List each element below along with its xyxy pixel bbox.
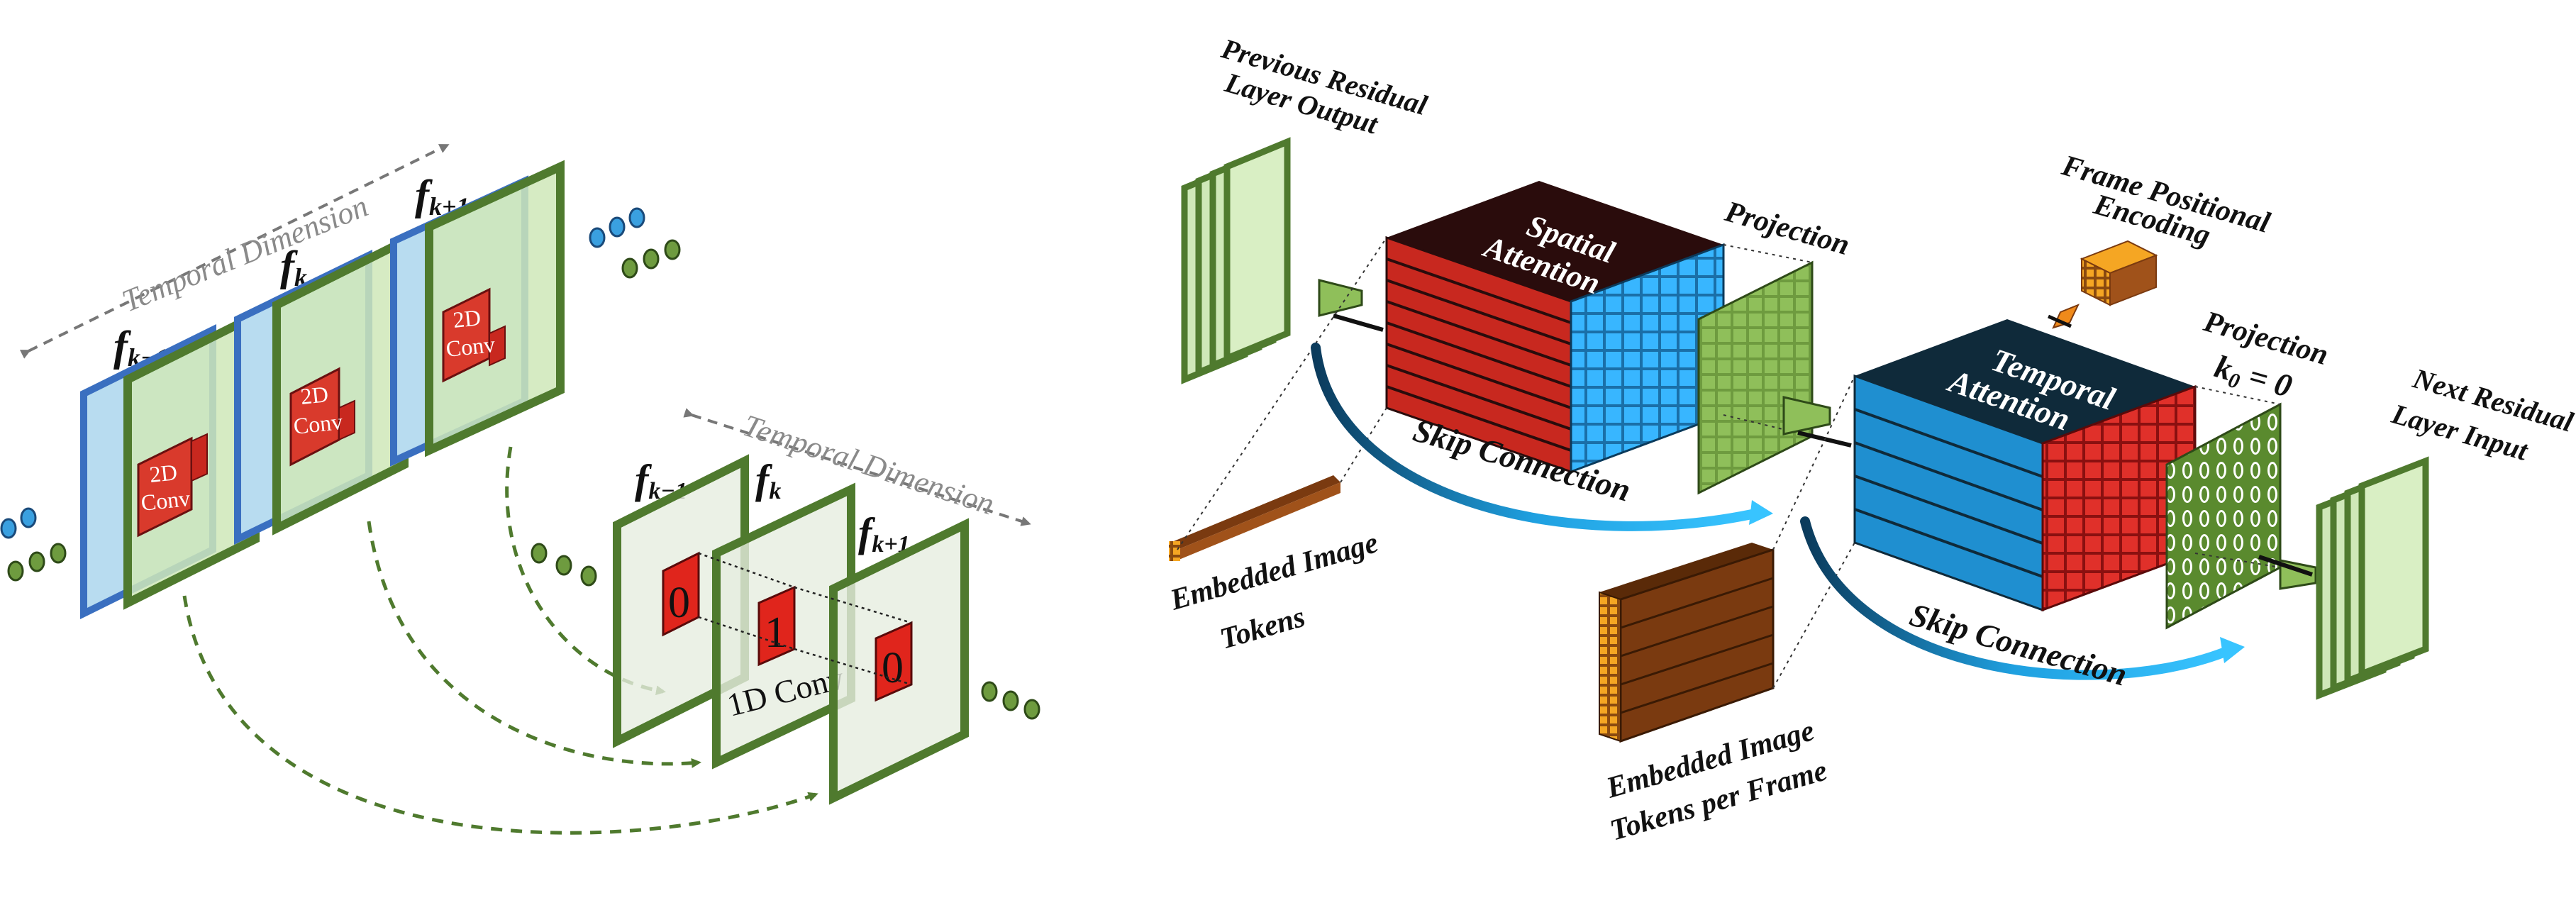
frame-k: 2D Conv [234, 234, 409, 545]
svg-text:Conv: Conv [292, 409, 344, 439]
input-arrow [1318, 279, 1363, 317]
frame-pos-enc-cube [2080, 240, 2158, 306]
projection-label-1: Projection [1721, 195, 1853, 262]
conv1d-links [698, 552, 912, 686]
spatial-attention-block: Spatial Attention [1385, 181, 1725, 474]
next-residual-frames [2316, 456, 2429, 700]
frame-k-minus-1: 2D Conv [80, 309, 260, 620]
ellipsis-dots-1d-left [531, 543, 597, 587]
temporal-arrow-bottom [683, 408, 1031, 526]
frame-label-k-b: fk [755, 456, 781, 504]
skip-connection-arrow-2 [1800, 516, 2228, 680]
embedded-tokens-flat [1169, 475, 1340, 561]
projection-dotted-2 [2194, 386, 2281, 568]
projection-dotted-1 [1723, 244, 1813, 437]
right-panel: Previous Residual Layer Output [1166, 32, 2576, 847]
prev-residual-frames [1181, 137, 1291, 384]
ellipsis-dots-top-right [589, 207, 681, 279]
mid-arrow [1782, 396, 1831, 436]
svg-text:fk: fk [755, 456, 781, 504]
frame-1d-k-plus-1: 0 [829, 518, 969, 805]
skip-connection-label-2: Skip Connection [1906, 597, 2131, 693]
embedded-tokens-frame-block [1599, 543, 1775, 743]
svg-text:Conv: Conv [140, 485, 191, 516]
skip-connection-arrow-1 [1311, 343, 1757, 531]
frame-k-plus-1: 2D Conv [390, 160, 565, 467]
ellipsis-dots-1d-right [981, 681, 1040, 720]
temporal-label-bottom: Temporal Dimension [739, 408, 999, 522]
svg-text:2D: 2D [299, 381, 330, 409]
svg-text:0: 0 [668, 579, 690, 627]
dashed-arrow-2 [367, 521, 701, 768]
svg-text:0: 0 [882, 644, 904, 692]
ellipsis-dots-left [0, 507, 67, 582]
embedded-tokens-label-2: Tokens [1216, 601, 1309, 656]
left-panel: Temporal Dimension fk−1 fk fk+1 2D Conv [0, 144, 1040, 835]
temporal-attention-block: Temporal Attention [1853, 319, 2197, 612]
svg-text:Conv: Conv [445, 331, 496, 362]
svg-text:2D: 2D [452, 304, 482, 333]
svg-text:2D: 2D [148, 459, 179, 487]
svg-text:fk+1: fk+1 [858, 509, 910, 558]
frame-label-k-plus-1-b: fk+1 [858, 509, 910, 558]
temporal-arrow-top [19, 144, 450, 359]
svg-text:1: 1 [765, 609, 787, 657]
